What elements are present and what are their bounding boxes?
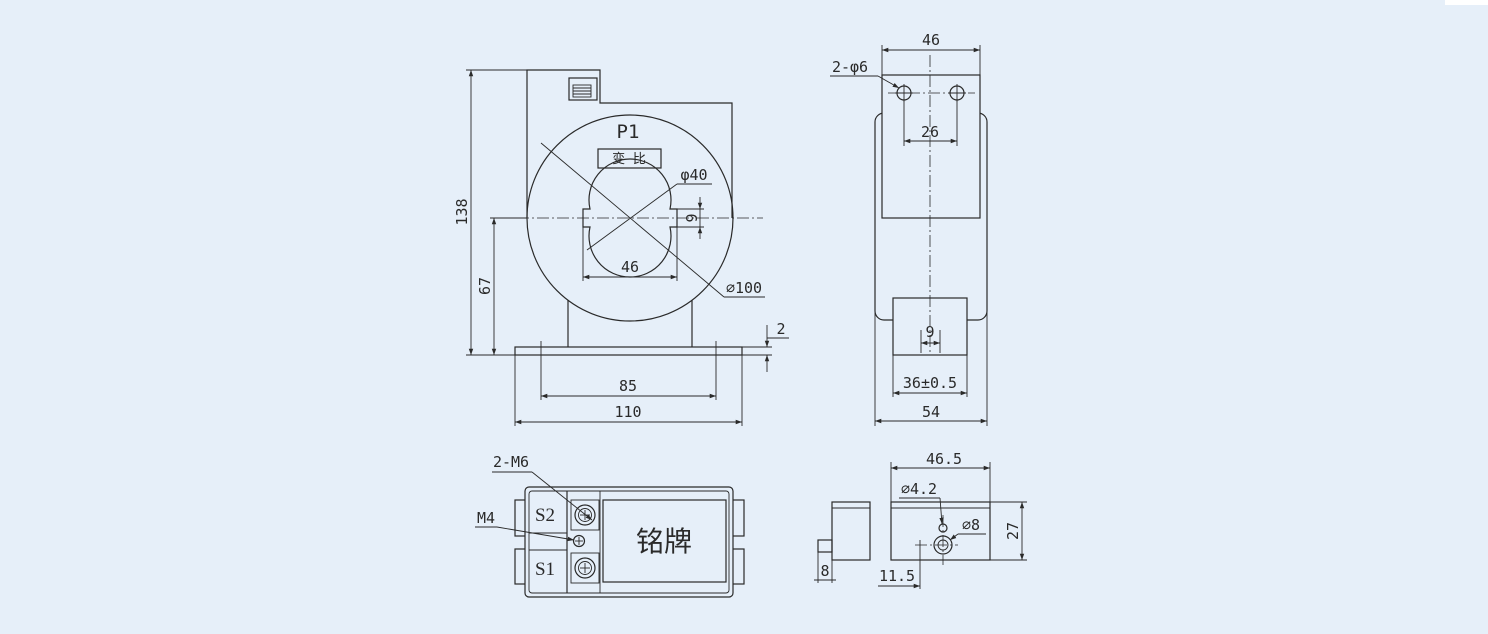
dim-box-width: 46.5 xyxy=(926,450,962,468)
inner-window xyxy=(582,158,678,278)
dim-large-hole: ⌀8 xyxy=(962,516,980,534)
box-outer xyxy=(524,486,734,598)
dim-slot-width: 46 xyxy=(621,258,639,276)
phi40-leader xyxy=(586,183,678,251)
large-hole xyxy=(933,535,953,555)
corner-patch xyxy=(1445,0,1488,5)
dim-lip: 8 xyxy=(820,562,829,580)
dim-center-height: 67 xyxy=(476,277,494,295)
base-plate xyxy=(514,346,743,356)
dim-outer-diameter: ⌀100 xyxy=(726,279,762,297)
terminal-box-top-view: S2 S1 铭牌 2-M6 M4 xyxy=(475,453,745,598)
terminal-cell-s2 xyxy=(570,499,600,531)
dim-inner-diameter: φ40 xyxy=(680,166,707,184)
dim-small-hole: ⌀4.2 xyxy=(901,480,937,498)
ratio-box xyxy=(597,148,662,169)
terminal-cell-s1 xyxy=(570,552,600,584)
dim-slot-height: 9 xyxy=(683,213,701,222)
label-ground-screw: M4 xyxy=(477,509,495,527)
terminal-s2-label: S2 xyxy=(535,505,555,526)
dim-hole-spacing: 26 xyxy=(921,123,939,141)
box-side-block xyxy=(831,501,871,561)
screw-s2 xyxy=(574,504,596,526)
dim-base-width: 110 xyxy=(614,403,641,421)
dim-total-width: 54 xyxy=(922,403,940,421)
lug-left-bottom xyxy=(514,548,527,585)
ratio-label: 变 比 xyxy=(612,151,646,167)
dim-neck-width: 36±0.5 xyxy=(903,374,957,392)
phi100-leader xyxy=(540,142,725,298)
secondary-terminal xyxy=(568,77,598,101)
dim-slot: 9 xyxy=(925,323,934,341)
screw-s1 xyxy=(574,557,596,579)
small-hole xyxy=(938,523,948,533)
lug-right-bottom xyxy=(731,548,745,585)
lug-right-top xyxy=(731,499,745,537)
box-inner xyxy=(528,490,730,594)
dim-hole-offset: 11.5 xyxy=(879,567,915,585)
box-side-notch xyxy=(817,539,833,553)
nameplate-label: 铭牌 xyxy=(636,525,692,558)
p1-label: P1 xyxy=(617,121,640,143)
terminal-box-side-view: 8 46.5 27 ⌀4.2 ⌀8 11.5 xyxy=(814,450,1027,589)
dim-mount-spacing: 85 xyxy=(619,377,637,395)
dim-total-height: 138 xyxy=(453,198,471,225)
nameplate xyxy=(602,499,727,583)
front-view: P1 变 比 138 67 85 110 2 xyxy=(453,69,789,426)
top-bracket xyxy=(881,74,981,219)
dim-box-height: 27 xyxy=(1004,522,1022,540)
housing-outline xyxy=(526,69,733,218)
dim-hole-spec: 2-φ6 xyxy=(832,58,868,76)
dim-base-thickness: 2 xyxy=(776,320,785,338)
label-terminal-screws: 2-M6 xyxy=(493,453,529,471)
terminal-s1-label: S1 xyxy=(535,559,555,580)
dim-top-width: 46 xyxy=(922,31,940,49)
side-view: 46 26 2-φ6 9 36±0.5 54 xyxy=(830,31,988,426)
